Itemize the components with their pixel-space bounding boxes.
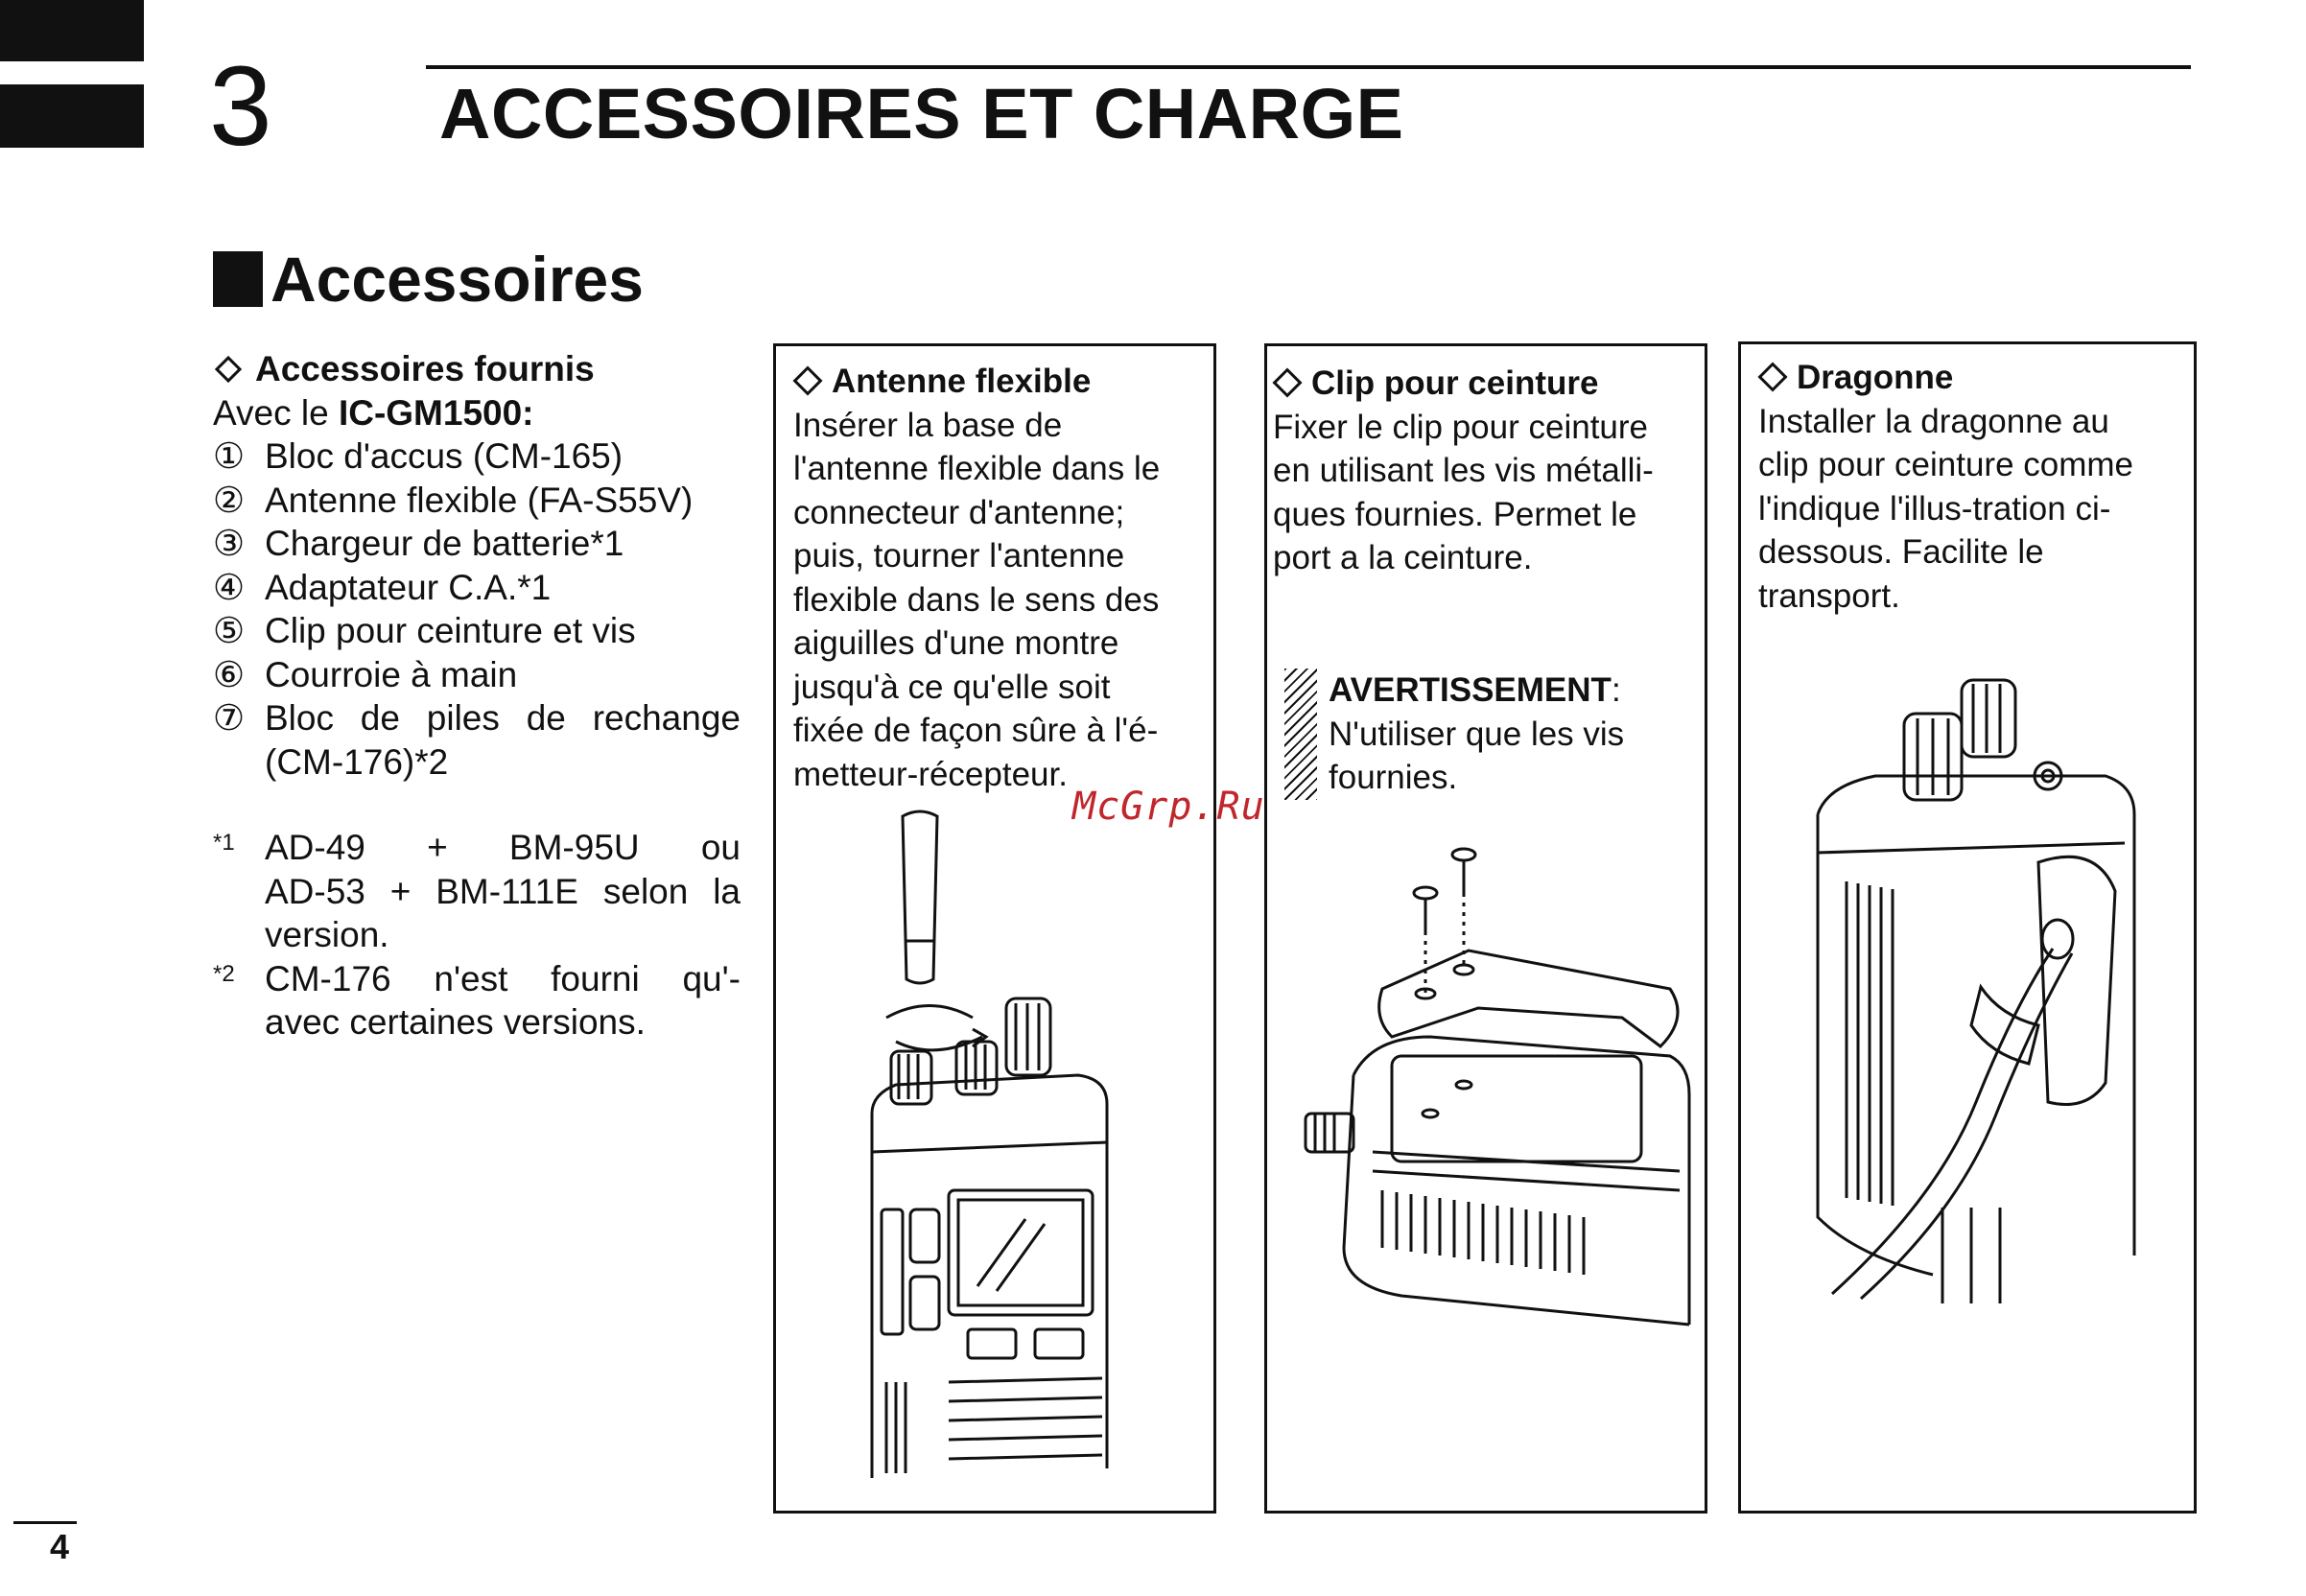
- section-title: Accessoires: [271, 244, 644, 315]
- antenna-illustration: [870, 810, 1109, 1478]
- diamond-icon: [792, 365, 823, 396]
- page-number-rule: [13, 1521, 77, 1524]
- diamond-icon: [1272, 367, 1303, 398]
- belt-clip-heading: Clip pour ceinture: [1272, 362, 1699, 406]
- supplied-heading: Accessoires fournis: [213, 347, 741, 391]
- page-number: 4: [50, 1527, 70, 1566]
- strap-box: Dragonne Installer la dragonne au clip p…: [1738, 341, 2197, 1514]
- strap-heading: Dragonne: [1757, 356, 2188, 400]
- chapter-tab-marker-bottom: [0, 84, 144, 148]
- warning-label: AVERTISSEMENT: [1329, 671, 1612, 709]
- watermark: McGrp.Ru: [1072, 785, 1265, 829]
- chapter-title: ACCESSOIRES ET CHARGE: [439, 74, 1404, 153]
- belt-clip-box: Clip pour ceinture Fixer le clip pour ce…: [1264, 343, 1707, 1514]
- warning-block: AVERTISSEMENT: N'utiliser que les vis fo…: [1284, 669, 1624, 800]
- model-line: Avec le IC-GM1500:: [213, 392, 534, 433]
- model-name: IC-GM1500:: [338, 392, 534, 433]
- footnotes: *1 AD-49 + BM-95U ou AD-53 + BM-111E sel…: [213, 826, 741, 1044]
- list-item-continuation: (CM-176)*2: [265, 741, 449, 782]
- section-square-icon: [213, 251, 263, 307]
- antenna-box: Antenne flexible Insérer la base de l'an…: [773, 343, 1216, 1514]
- warning-hatch-icon: [1284, 669, 1317, 800]
- diamond-icon: [1757, 362, 1788, 392]
- antenna-heading: Antenne flexible: [792, 360, 1206, 404]
- supplied-accessories: Accessoires fournis Avec le IC-GM1500: ①…: [213, 347, 741, 1044]
- belt-clip-illustration: [1304, 847, 1691, 1326]
- section-heading: Accessoires: [213, 247, 644, 311]
- chapter-number: 3: [209, 43, 272, 170]
- footnote: *1 AD-49 + BM-95U ou AD-53 + BM-111E sel…: [213, 828, 741, 954]
- chapter-tab-marker-top: [0, 0, 144, 61]
- strap-illustration: [1816, 678, 2136, 1303]
- chapter-rule: [426, 65, 2191, 69]
- footnote: *2 CM-176 n'est fourni qu'- avec certain…: [213, 958, 741, 1043]
- diamond-icon: [214, 356, 243, 384]
